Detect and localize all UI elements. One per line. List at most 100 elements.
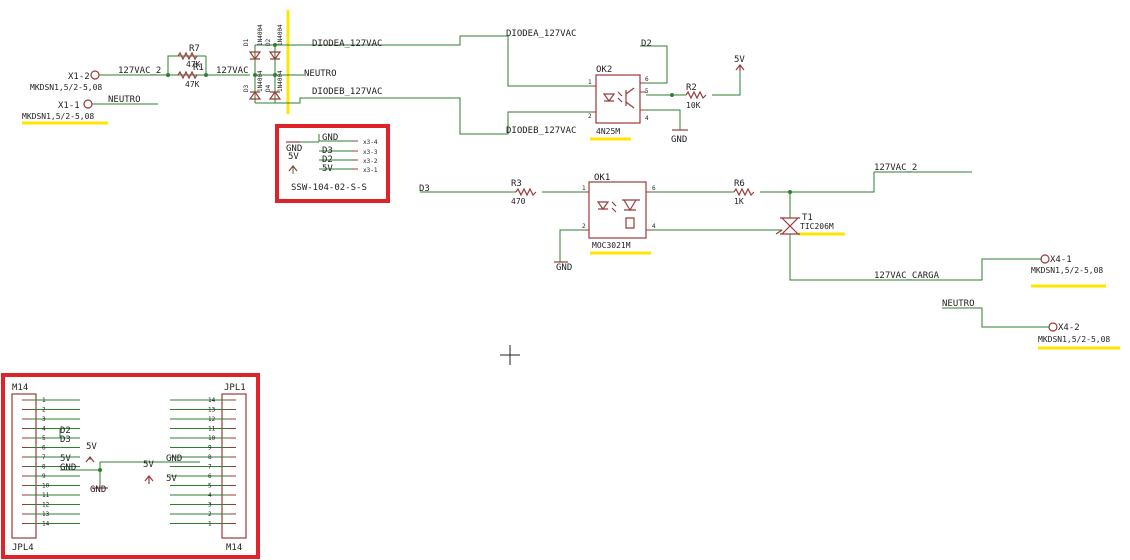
- resistor-r7-body: [177, 51, 198, 61]
- junction-bridge-mid: [273, 73, 277, 77]
- triac-t1[interactable]: T1 TIC206M: [775, 213, 834, 235]
- jpl1-pin-number: 2: [208, 511, 212, 518]
- r2-value: 10K: [686, 101, 701, 110]
- x1-2-ref: X1-2: [68, 72, 90, 82]
- x4-1-type: MKDSN1,5/2-5,08: [1031, 266, 1103, 275]
- x4-2-type: MKDSN1,5/2-5,08: [1038, 335, 1110, 344]
- resistor-r7-r1[interactable]: R7 47K R1 47K: [166, 44, 208, 89]
- x3-signal-5v: 5V: [322, 164, 333, 174]
- jpl-mid-5v-arrow: [144, 475, 154, 484]
- x3-5v-arrow: [288, 165, 298, 172]
- wire-r7-r1-parallel: [167, 56, 207, 75]
- ok1-pin-1: 1: [582, 185, 586, 192]
- jpl1-pin-number: 10: [208, 435, 216, 442]
- d1-name: D1: [243, 38, 250, 46]
- annotation-box-jpl: [1, 373, 260, 559]
- ok1-internal: [596, 199, 640, 229]
- resistor-r6[interactable]: R6 1K: [733, 179, 755, 206]
- ok1-body: [588, 181, 647, 239]
- jpl4-pin-number: 12: [42, 502, 50, 509]
- junction-jpl-gnd: [98, 468, 102, 472]
- resistor-r2[interactable]: R2 10K: [685, 83, 707, 110]
- jpl4-pin-number: 6: [42, 445, 46, 452]
- ok2-pin-2: 2: [588, 113, 592, 120]
- x1-2-terminal[interactable]: [90, 70, 100, 80]
- wire-ok2-gnd: [646, 109, 681, 130]
- x3-gnd-symbol: GND: [286, 144, 302, 154]
- junction-bridge-left: [253, 73, 257, 77]
- x3-signal-d2: D2: [322, 155, 333, 165]
- jpl-right-gnd: GND: [166, 454, 182, 464]
- x4-1-terminal[interactable]: [1040, 254, 1050, 264]
- x1-1-type: MKDSN1,5/2-5,08: [22, 112, 94, 121]
- net-label-diodeb-2: DIODEB_127VAC: [506, 126, 576, 136]
- x3-pin-2: x3-2: [363, 158, 378, 165]
- ok2-name: OK2: [596, 65, 612, 75]
- x4-2-terminal[interactable]: [1048, 322, 1058, 332]
- net-label-127vac-2-left: 127VAC_2: [118, 66, 161, 76]
- r1-value: 47K: [185, 80, 200, 89]
- jpl4-pin-number: 14: [42, 521, 50, 528]
- ok2-pin-1: 1: [588, 79, 592, 86]
- junction-r-left: [166, 73, 170, 77]
- triac-value: TIC206M: [800, 222, 834, 231]
- net-label-127vac-2-right: 127VAC_2: [874, 163, 917, 173]
- header-x3[interactable]: GND D3 D2 5V x3-4 x3-3 x3-2 x3-1 GND 5V …: [286, 133, 378, 193]
- triac-body: [775, 217, 800, 235]
- x3-part-name: SSW-104-02-S-S: [291, 183, 367, 193]
- jpl-left-5v-symbol: 5V: [86, 442, 97, 452]
- d3-value: 1N4004: [257, 70, 264, 92]
- ok2-pins: [592, 82, 646, 113]
- wire-neutro-x4: [942, 307, 1049, 328]
- wire-diodea: [275, 35, 592, 87]
- optocoupler-ok1[interactable]: 1 2 6 4 OK1 MOC3021M: [582, 173, 656, 250]
- resistor-r1-body: [177, 70, 198, 80]
- jpl4-pin-number: 9: [42, 473, 46, 480]
- x3-5v-symbol: 5V: [288, 152, 299, 162]
- x3-pin-4: x3-4: [363, 139, 378, 146]
- jpl-left-d2: D2: [60, 426, 71, 436]
- d2-value: 1N4004: [277, 24, 284, 46]
- r2-name: R2: [686, 83, 697, 93]
- x1-1-terminal[interactable]: [83, 99, 93, 109]
- ok2-pin-5: 5: [645, 88, 649, 95]
- resistor-r3[interactable]: R3 470: [511, 179, 537, 206]
- x3-pin-3: x3-3: [363, 149, 378, 156]
- jpl1-bottom-label: M14: [226, 543, 242, 553]
- ok1-pin-6: 6: [652, 185, 656, 192]
- jpl1-pin-number: 5: [208, 483, 212, 490]
- wire-triac-carga: [789, 192, 1042, 281]
- x3-pin-1: x3-1: [363, 167, 378, 174]
- connector-x4[interactable]: X4-1 MKDSN1,5/2-5,08 X4-2 MKDSN1,5/2-5,0…: [1031, 254, 1110, 344]
- diode-d3-symbol: [248, 90, 262, 100]
- junction-r-right: [204, 73, 208, 77]
- jpl4-pin-number: 3: [42, 416, 46, 423]
- net-label-neutro-left: NEUTRO: [108, 95, 141, 105]
- triac-name: T1: [802, 213, 813, 223]
- connector-x1[interactable]: X1-2 MKDSN1,5/2-5,08 X1-1 MKDSN1,5/2-5,0…: [22, 70, 102, 121]
- x1-2-type: MKDSN1,5/2-5,08: [30, 83, 102, 92]
- ok1-name: OK1: [594, 173, 610, 183]
- r2-body: [685, 90, 707, 100]
- d4-name: D4: [265, 84, 272, 92]
- net-label-neutro-mid: NEUTRO: [304, 69, 337, 79]
- jpl1-pin-number: 11: [208, 426, 216, 433]
- net-label-127vac-carga: 127VAC_CARGA: [874, 271, 940, 281]
- net-label-diodea-2: DIODEA_127VAC: [506, 29, 576, 39]
- net-label-127vac-mid: 127VAC: [216, 66, 249, 76]
- ok2-value: 4N25M: [596, 127, 620, 136]
- d2-name: D2: [265, 38, 272, 46]
- optocoupler-ok2[interactable]: 1 2 6 5 4 OK2 4N25M: [588, 65, 649, 136]
- jpl-gnd-symbol: GND: [90, 485, 106, 495]
- diode-bridge[interactable]: D1 1N4004 D2 1N4004 D3 1N4004 D4 1N4004: [243, 24, 304, 104]
- jpl1-pin-number: 14: [208, 397, 216, 404]
- wire-ok2-d2: [640, 45, 668, 84]
- ok1-value: MOC3021M: [592, 241, 631, 250]
- jpl1-pin-number: 7: [208, 464, 212, 471]
- r3-name: R3: [511, 179, 522, 189]
- jpl4-pin-number: 8: [42, 464, 46, 471]
- r1-name: R1: [193, 63, 204, 73]
